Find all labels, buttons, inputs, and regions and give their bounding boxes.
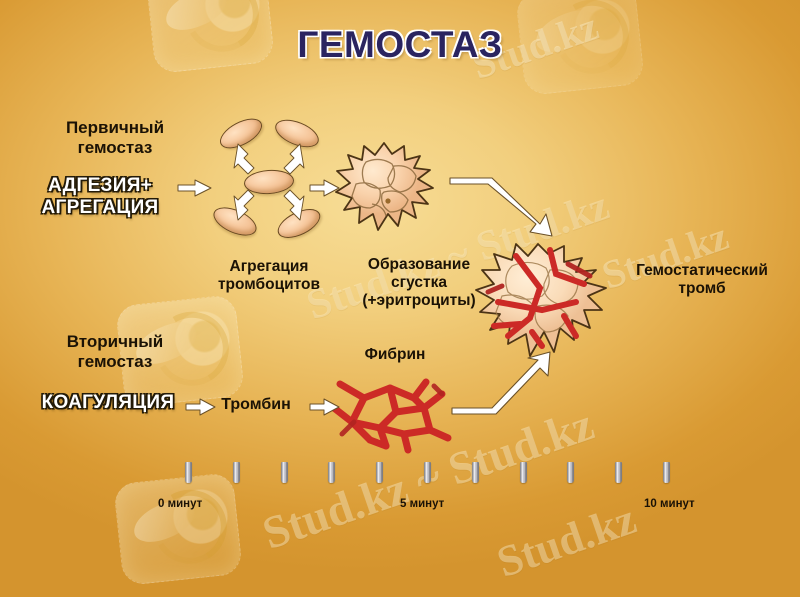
fibrin-label: Фибрин: [364, 346, 426, 363]
adhesion-aggregation-line1: АДГЕЗИЯ+: [47, 175, 153, 196]
hemostatic-thrombus-illustration: [472, 240, 614, 370]
thrombus-icon: [475, 243, 607, 357]
hemostatic-thrombus-line2: тромб: [678, 279, 726, 297]
arrow-fibrin-to-thrombus-icon: [450, 351, 562, 418]
platelet-aggregation-line2: тромбоцитов: [217, 275, 321, 293]
activated-platelet-icon: [335, 142, 434, 231]
arrow-adhesion-to-cluster-icon: [177, 179, 212, 197]
timeline-label: 10 минут: [644, 498, 695, 510]
coagulation-label: КОАГУЛЯЦИЯ: [41, 392, 175, 413]
platelet-aggregation-label: Агрегация тромбоцитов: [190, 258, 348, 294]
arrow-coagulation-to-thrombin-icon: [185, 398, 216, 416]
timeline-tick: [424, 462, 431, 483]
arrow-cluster-to-activated-icon: [309, 179, 340, 197]
secondary-hemostasis-heading-line2: гемостаз: [77, 351, 153, 371]
primary-hemostasis-heading-line1: Первичный: [65, 118, 165, 137]
platelet-cluster-illustration: [200, 112, 330, 244]
arrow-thrombin-to-fibrin-icon: [309, 398, 340, 416]
timeline-tick: [376, 462, 384, 483]
timeline-tick: [232, 462, 240, 483]
clot-formation-line2: сгустка: [391, 273, 447, 291]
page-title: ГЕМОСТАЗ: [297, 24, 503, 65]
timeline-tick: [615, 462, 623, 483]
primary-hemostasis-heading: Первичный гемостаз: [30, 118, 200, 157]
adhesion-aggregation-line2: АГРЕГАЦИЯ: [41, 197, 159, 219]
timeline-tick: [328, 462, 336, 483]
primary-hemostasis-heading-line2: гемостаз: [77, 137, 153, 157]
timeline-tick: [567, 462, 575, 483]
arrow-activated-to-thrombus-icon: [448, 168, 566, 240]
timeline-tick: [185, 462, 192, 483]
platelet-aggregation-line1: Агрегация: [229, 258, 309, 275]
hemostatic-thrombus-line1: Гемостатический: [636, 262, 768, 279]
thrombin-label: Тромбин: [221, 396, 291, 413]
timeline-tick: [519, 462, 527, 483]
hemostatic-thrombus-label: Гемостатический тромб: [612, 262, 792, 298]
clot-formation-line3: (+эритроциты): [362, 291, 476, 309]
fibrin-mesh-illustration: [330, 368, 454, 454]
timeline-label: 0 минут: [158, 498, 203, 510]
secondary-hemostasis-heading-line1: Вторичный: [66, 332, 164, 351]
timeline: 0 минут 5 минут 10 минут: [0, 462, 800, 522]
activated-platelet-aggregate-illustration: [332, 138, 438, 242]
adhesion-aggregation-label: АДГЕЗИЯ+ АГРЕГАЦИЯ: [16, 175, 184, 219]
converging-arrows-icon: [233, 143, 305, 221]
timeline-label: 5 минут: [400, 498, 445, 510]
clot-formation-line1: Образование: [367, 256, 471, 273]
timeline-tick: [663, 462, 670, 483]
timeline-tick: [280, 462, 288, 483]
timeline-tick: [471, 462, 479, 483]
secondary-hemostasis-heading: Вторичный гемостаз: [30, 332, 200, 371]
clot-formation-label: Образование сгустка (+эритроциты): [338, 256, 500, 310]
fibrin-icon: [330, 378, 452, 454]
